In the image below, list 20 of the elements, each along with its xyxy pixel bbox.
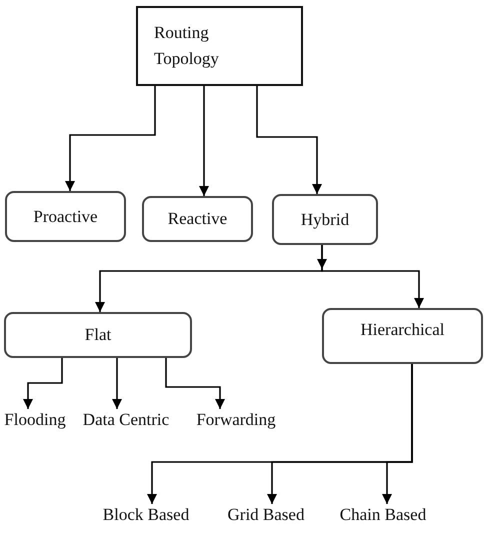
category-box: Flat [4,312,192,358]
leaf-label: Data Centric [76,409,176,431]
leaf-label: Block Based [94,504,198,526]
arrow [65,86,156,191]
leaf-label: Grid Based [220,504,312,526]
arrow [112,358,122,409]
arrow [256,86,322,194]
arrow [23,358,63,409]
arrow [382,364,413,504]
arrow [199,86,209,196]
arrow [165,358,225,409]
category-box: Proactive [5,191,126,242]
leaf-label: Chain Based [330,504,436,526]
leaf-label: Flooding [0,409,70,431]
arrow [321,245,424,308]
category-box: Hierarchical [322,308,483,364]
root-box: Routing Topology [136,6,303,86]
category-box: Reactive [142,196,253,242]
leaf-label: Forwarding [182,409,290,431]
category-box: Hybrid [272,194,378,245]
